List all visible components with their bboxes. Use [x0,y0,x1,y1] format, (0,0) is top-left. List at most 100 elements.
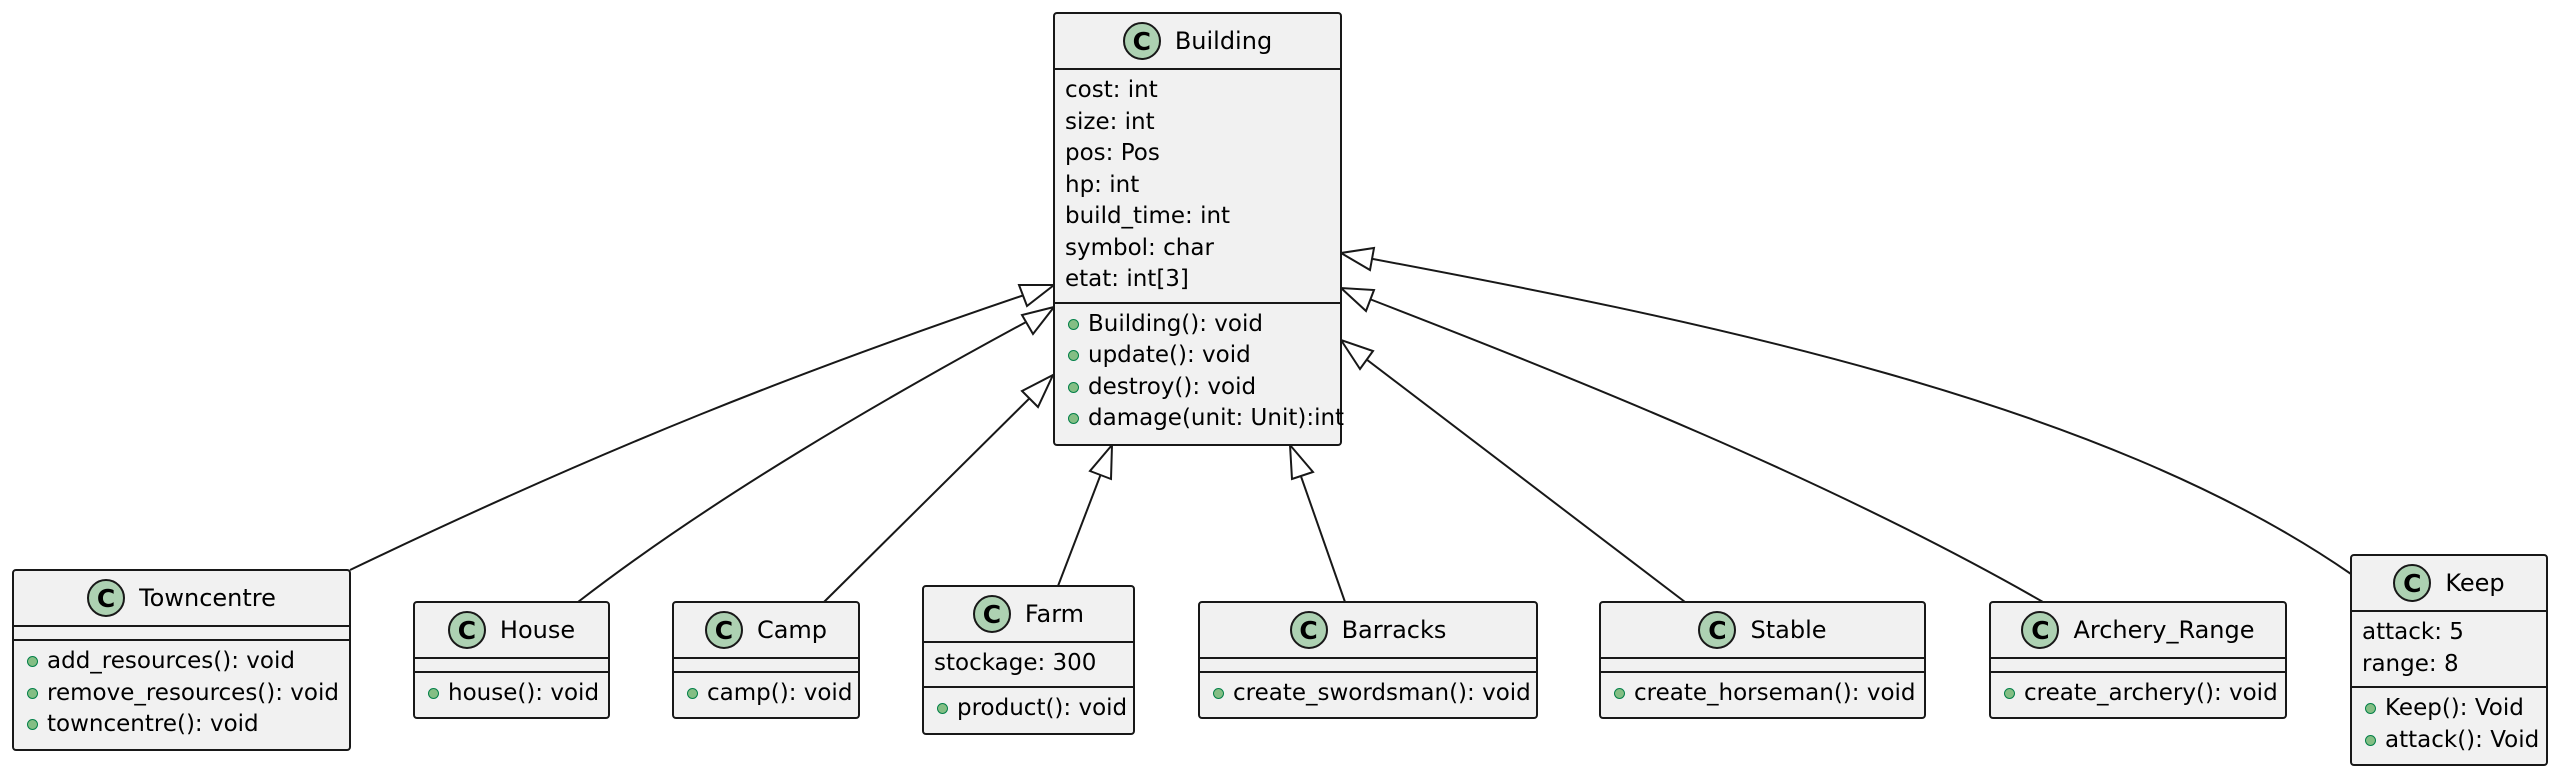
class-barracks[interactable]: C Barracks create_swordsman(): void [1198,601,1538,719]
method: update(): void [1088,342,1251,368]
edge-towncentre-arrowhead [1017,284,1057,308]
class-name: House [499,616,576,644]
class-stereotype-icon: C [447,611,486,649]
attribute-section: stockage: 300 [924,643,1133,686]
class-archery-range[interactable]: C Archery_Range create_archery(): void [1989,601,2287,719]
method: towncentre(): void [47,711,259,737]
class-towncentre[interactable]: C Towncentre add_resources(): void remov… [12,569,351,751]
class-farm[interactable]: C Farm stockage: 300 product(): void [922,585,1135,735]
method-row: create_archery(): void [2001,678,2278,710]
class-header: C Building [1055,14,1340,70]
attribute-section [1200,659,1536,671]
public-method-icon [27,687,38,699]
method: create_archery(): void [2024,680,2278,706]
class-name: Barracks [1341,616,1447,644]
class-header: C Farm [924,587,1133,643]
edge-house-building [577,306,1055,603]
attribute: hp: int [1065,171,1140,198]
method-section: create_horseman(): void [1601,671,1924,716]
class-name: Farm [1024,600,1085,628]
public-method-icon [1068,413,1079,425]
method-row: Building(): void [1065,309,1330,341]
public-method-icon [428,688,439,700]
method-section: create_swordsman(): void [1200,671,1536,716]
class-header: C Keep [2352,556,2546,612]
attribute: size: int [1065,108,1155,135]
attribute: etat: int[3] [1065,266,1189,292]
method-row: create_horseman(): void [1611,678,1916,710]
edge-barracks-arrowhead [1288,442,1315,481]
method-row: attack(): Void [2362,725,2540,757]
method-section: house(): void [415,671,608,716]
class-header: C Barracks [1200,603,1536,659]
method: add_resources(): void [47,648,295,674]
class-name: Towncentre [139,584,276,612]
method-row: create_swordsman(): void [1210,678,1531,710]
attribute: symbol: char [1065,234,1214,261]
method-row: remove_resources(): void [24,678,339,710]
method: attack(): Void [2385,726,2540,753]
public-method-icon [1213,688,1224,700]
method-row: product(): void [934,693,1127,725]
edge-archery-range-building [1340,287,2044,603]
method-section: Keep(): Void attack(): Void [2352,686,2546,762]
class-stable[interactable]: C Stable create_horseman(): void [1599,601,1926,719]
class-name: Keep [2445,569,2505,597]
public-method-icon [1068,350,1079,362]
public-method-icon [27,719,38,731]
public-method-icon [2365,734,2376,746]
public-method-icon [1068,381,1079,393]
method-section: add_resources(): void remove_resources()… [14,639,349,747]
attribute: cost: int [1065,77,1158,103]
attribute-section [1601,659,1924,671]
method: product(): void [957,694,1128,721]
class-header: C Archery_Range [1991,603,2285,659]
method-row: update(): void [1065,340,1330,372]
public-method-icon [1068,318,1079,330]
method-row: add_resources(): void [24,646,339,678]
method: house(): void [448,680,600,706]
method-section: camp(): void [674,671,858,716]
attribute: build_time: int [1065,203,1231,229]
method-row: destroy(): void [1065,372,1330,404]
class-header: C Camp [674,603,858,659]
class-stereotype-icon: C [704,611,743,649]
method: create_swordsman(): void [1233,680,1531,706]
method-row: Keep(): Void [2362,693,2536,725]
edge-stable-arrowhead [1338,338,1375,371]
class-header: C Stable [1601,603,1924,659]
class-stereotype-icon: C [972,595,1011,633]
attribute-section: attack: 5 range: 8 [2352,612,2546,686]
attribute-section [14,627,349,639]
method-row: towncentre(): void [24,709,339,741]
class-camp[interactable]: C Camp camp(): void [672,601,860,719]
method-row: camp(): void [684,678,852,710]
public-method-icon [1614,688,1625,700]
attribute: stockage: 300 [934,650,1097,676]
method: remove_resources(): void [47,679,339,706]
class-stereotype-icon: C [1698,611,1737,649]
class-stereotype-icon: C [87,579,126,617]
edge-house-arrowhead [1020,305,1057,336]
edge-farm-arrowhead [1088,442,1114,481]
class-keep[interactable]: C Keep attack: 5 range: 8 Keep(): Void a… [2350,554,2548,766]
attribute: attack: 5 [2362,619,2464,645]
method: camp(): void [707,680,853,706]
edge-stable-building [1340,339,1686,603]
attribute-section: cost: int size: int pos: Pos hp: int bui… [1055,70,1340,302]
method: damage(unit: Unit):int [1088,405,1345,431]
class-stereotype-icon: C [2021,611,2060,649]
public-method-icon [2365,703,2376,715]
public-method-icon [687,688,698,700]
class-stereotype-icon: C [1122,22,1161,60]
class-stereotype-icon: C [1289,611,1328,649]
class-building[interactable]: C Building cost: int size: int pos: Pos … [1053,12,1344,446]
method-row: damage(unit: Unit):int [1065,403,1344,435]
method: Keep(): Void [2385,695,2524,721]
method-section: product(): void [924,685,1133,731]
public-method-icon [2004,688,2015,700]
class-house[interactable]: C House house(): void [413,601,610,719]
method-section: Building(): void update(): void destroy(… [1055,301,1344,441]
public-method-icon [937,702,948,714]
